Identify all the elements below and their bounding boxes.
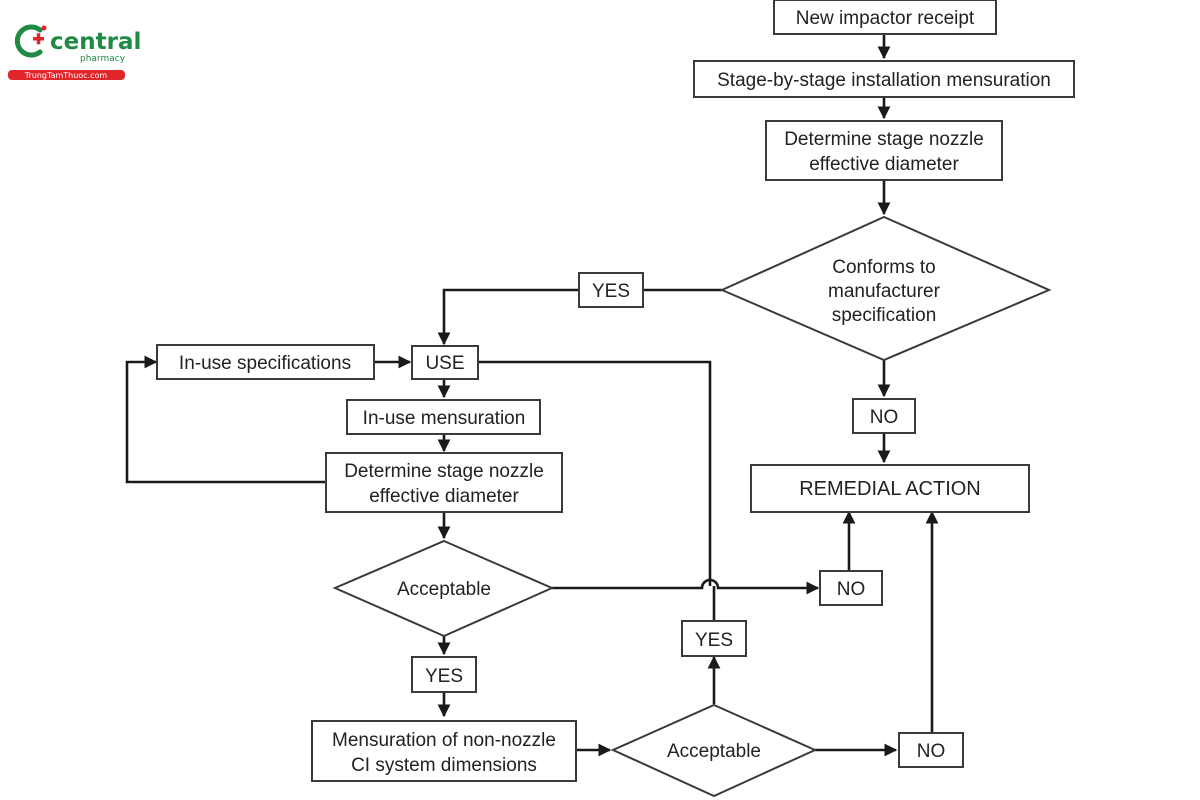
node-non-nozzle-mensuration: Mensuration of non-nozzle CI system dime… <box>311 720 577 782</box>
node-in-use-specifications-label: In-use specifications <box>179 353 351 374</box>
connector-determine-to-specs <box>125 355 326 484</box>
node-determine-top-line-2: effective diameter <box>809 154 959 175</box>
node-yes-acceptable-2: YES <box>681 620 747 657</box>
logo-mark-icon <box>14 24 47 58</box>
node-no-acceptable-2: NO <box>898 732 964 768</box>
node-no-conforms-label: NO <box>870 407 899 428</box>
logo-url-bar <box>8 70 125 80</box>
connector-acceptable-1-to-no <box>552 578 820 595</box>
node-new-receipt-label: New impactor receipt <box>796 8 975 29</box>
logo-name: central <box>50 29 141 55</box>
node-yes-conforms: YES <box>578 272 644 308</box>
node-conforms-line-3: specification <box>832 305 937 326</box>
node-remedial-action: REMEDIAL ACTION <box>750 464 1030 513</box>
node-use: USE <box>411 345 479 380</box>
node-installation-mensuration-label: Stage-by-stage installation mensuration <box>717 70 1051 91</box>
node-no-acceptable-1: NO <box>819 570 883 606</box>
connectors <box>125 34 939 757</box>
node-acceptable-2-label: Acceptable <box>667 741 761 762</box>
node-new-receipt: New impactor receipt <box>773 0 997 35</box>
node-determine-in-use: Determine stage nozzle effective diamete… <box>325 452 563 513</box>
node-no-conforms: NO <box>852 398 916 434</box>
node-acceptable-1: Acceptable <box>332 539 555 638</box>
node-no-acceptable-1-label: NO <box>837 579 866 600</box>
node-determine-in-use-line-2: effective diameter <box>369 486 519 507</box>
node-no-acceptable-2-label: NO <box>917 741 946 762</box>
node-non-nozzle-line-1: Mensuration of non-nozzle <box>332 730 556 751</box>
node-determine-in-use-line-1: Determine stage nozzle <box>344 461 544 482</box>
node-non-nozzle-line-2: CI system dimensions <box>351 755 537 776</box>
node-conforms-decision: Conforms to manufacturer specification <box>719 215 1052 362</box>
node-yes-acceptable-1-label: YES <box>425 666 463 687</box>
node-determine-top-line-1: Determine stage nozzle <box>784 129 984 150</box>
node-use-label: USE <box>425 353 464 374</box>
node-in-use-mensuration: In-use mensuration <box>346 399 541 435</box>
node-yes-acceptable-1: YES <box>411 656 477 693</box>
node-conforms-line-2: manufacturer <box>828 281 941 302</box>
node-conforms-line-1: Conforms to <box>832 257 935 278</box>
central-pharmacy-logo: central pharmacy TrungTamThuoc.com <box>8 24 141 80</box>
node-installation-mensuration: Stage-by-stage installation mensuration <box>693 60 1075 98</box>
node-yes-conforms-label: YES <box>592 281 630 302</box>
node-determine-top: Determine stage nozzle effective diamete… <box>765 120 1003 181</box>
connector-yes-to-use <box>437 288 579 346</box>
node-acceptable-2: Acceptable <box>610 703 818 798</box>
node-remedial-action-label: REMEDIAL ACTION <box>799 478 981 500</box>
logo-tagline: pharmacy <box>80 54 126 64</box>
node-yes-acceptable-2-label: YES <box>695 630 733 651</box>
node-in-use-specifications: In-use specifications <box>156 344 375 380</box>
connector-yes-to-use-return <box>478 360 712 586</box>
node-acceptable-1-label: Acceptable <box>397 579 491 600</box>
node-in-use-mensuration-label: In-use mensuration <box>363 408 526 429</box>
logo-url: TrungTamThuoc.com <box>24 71 108 80</box>
